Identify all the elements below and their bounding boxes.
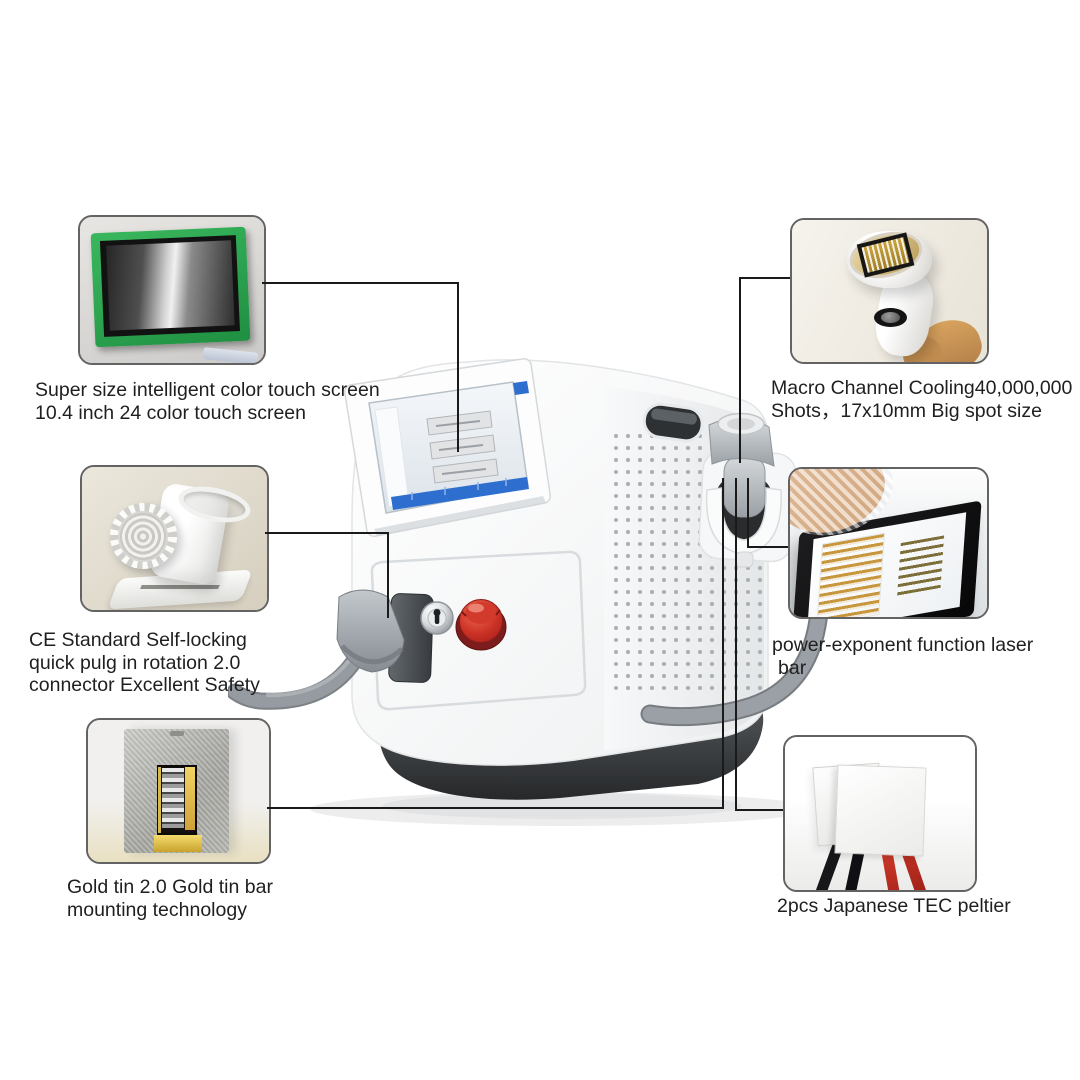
connector-threaded-cap — [118, 510, 169, 562]
laser-bar-tray-photo — [788, 467, 989, 619]
block-cavity — [156, 764, 197, 836]
caption-line: Gold tin 2.0 Gold tin bar — [67, 876, 273, 898]
gold-base-strip — [153, 835, 202, 852]
caption-line: CE Standard Self-locking — [29, 629, 247, 651]
caption-handpiece: Macro Channel Cooling40,000,000 Shots，17… — [771, 377, 1080, 422]
screen-corner-chip — [513, 381, 529, 395]
screen-bezel — [100, 235, 241, 337]
laser-bar-stack — [161, 768, 185, 829]
caption-line: Macro Channel Cooling40,000,000 — [771, 377, 1073, 399]
caption-line: power-exponent function laser — [772, 634, 1034, 656]
connector-base-slot — [140, 584, 220, 589]
gold-edge — [157, 766, 162, 834]
caption-line: mounting technology — [67, 898, 247, 921]
caption-line: bar — [778, 656, 807, 679]
caption-tec: 2pcs Japanese TEC peltier — [777, 895, 1077, 918]
handpiece-photo — [790, 218, 989, 364]
connector-photo — [80, 465, 269, 612]
caption-line: Shots，17x10mm Big spot size — [771, 399, 1042, 422]
caption-laser-bar: power-exponent function laser bar — [772, 634, 1080, 679]
screen-green-frame — [90, 226, 250, 348]
caption-line: Super size intelligent color touch scree… — [35, 379, 380, 401]
touch-screen-photo — [78, 215, 266, 365]
caption-connector: CE Standard Self-locking quick pulg in r… — [29, 629, 319, 697]
gold-tin-bar-photo — [86, 718, 271, 864]
handpiece-holder[interactable] — [698, 412, 797, 568]
tec-module-front — [834, 764, 928, 857]
carry-handle[interactable] — [642, 402, 704, 443]
gold-column — [184, 766, 195, 830]
caption-line: connector Excellent Safety — [29, 674, 260, 696]
block-top-notch — [170, 731, 184, 736]
metal-block — [124, 728, 230, 854]
tec-peltier-photo — [783, 735, 977, 892]
caption-gold-tin: Gold tin 2.0 Gold tin bar mounting techn… — [67, 876, 357, 921]
trigger-button — [880, 312, 901, 324]
laser-bar-column-left — [816, 532, 886, 617]
key-switch[interactable] — [420, 601, 454, 635]
caption-line: quick pulg in rotation 2.0 — [29, 651, 241, 674]
caption-line: 2pcs Japanese TEC peltier — [777, 895, 1011, 917]
screen-glass — [105, 240, 235, 331]
laser-bar-column-right — [896, 535, 944, 598]
caption-line: 10.4 inch 24 color touch screen — [35, 401, 307, 424]
caption-touch-screen: Super size intelligent color touch scree… — [35, 379, 425, 424]
